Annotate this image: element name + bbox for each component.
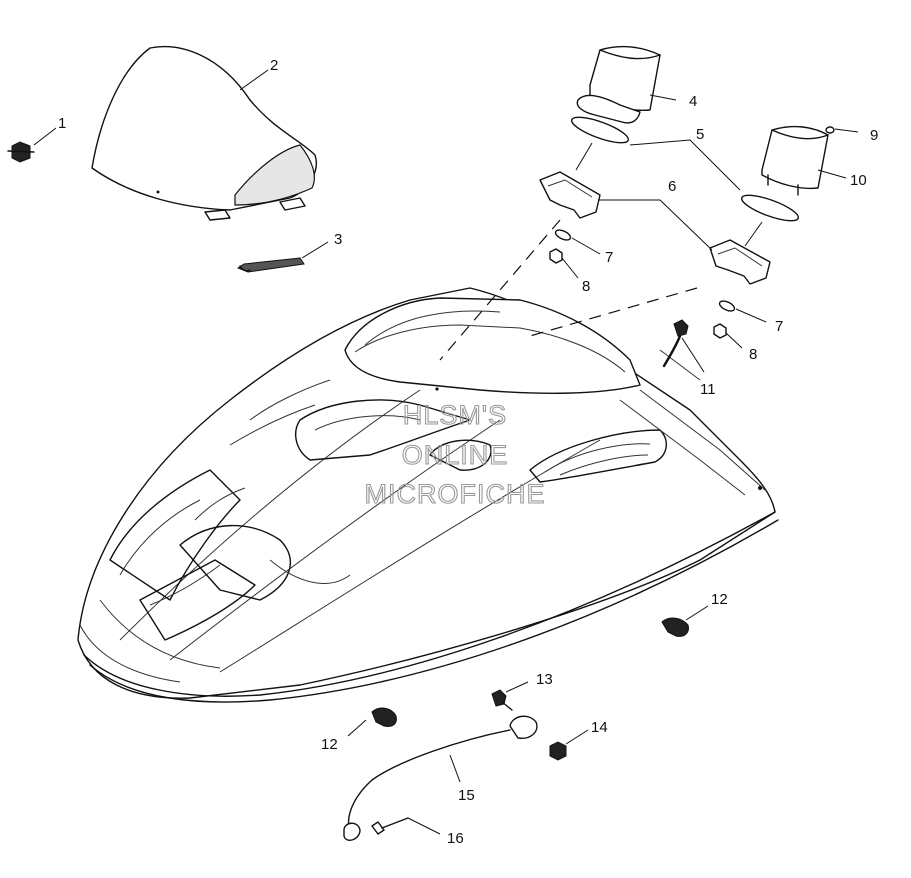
callout-3: 3	[334, 231, 342, 248]
seal-rings	[570, 116, 800, 222]
callout-12-left: 12	[321, 736, 338, 753]
callout-1: 1	[58, 115, 66, 132]
pushpin-fastener	[7, 127, 57, 163]
gauge-upper	[576, 45, 677, 124]
hood-body	[77, 287, 779, 703]
callout-6: 6	[668, 178, 676, 195]
callout-14: 14	[591, 719, 608, 736]
tether-assembly	[343, 681, 589, 841]
gauge-bezels	[539, 171, 771, 285]
windshield	[91, 45, 317, 221]
gauge-right	[761, 125, 847, 196]
callout-8-right: 8	[749, 346, 757, 363]
callout-9: 9	[870, 127, 878, 144]
watermark: HLSM'S ONLINE MICROFICHE	[364, 399, 546, 509]
callout-labels: 1 2 3 4 5 6 7 8 9 10 7 8 11 12 13 14 12 …	[58, 57, 878, 847]
callout-4: 4	[689, 93, 697, 110]
callout-8-left: 8	[582, 278, 590, 295]
callout-7-right: 7	[775, 318, 783, 335]
callout-11: 11	[700, 381, 716, 398]
callout-16: 16	[447, 830, 464, 847]
callout-13: 13	[536, 671, 553, 688]
watermark-line-1: HLSM'S	[403, 400, 507, 430]
watermark-line-3: MICROFICHE	[365, 479, 546, 509]
small-clip	[825, 126, 859, 134]
washers-and-nuts	[549, 229, 767, 349]
callout-10: 10	[850, 172, 867, 189]
hood-latches	[347, 605, 709, 737]
windshield-strap	[236, 241, 329, 273]
callout-15: 15	[458, 787, 475, 804]
callout-7-left: 7	[605, 249, 613, 266]
lamp-socket	[662, 319, 705, 373]
callout-12-right: 12	[711, 591, 728, 608]
callout-2: 2	[270, 57, 278, 74]
assembly-lines	[439, 142, 763, 361]
callout-5: 5	[696, 126, 704, 143]
watermark-line-2: ONLINE	[402, 440, 509, 470]
